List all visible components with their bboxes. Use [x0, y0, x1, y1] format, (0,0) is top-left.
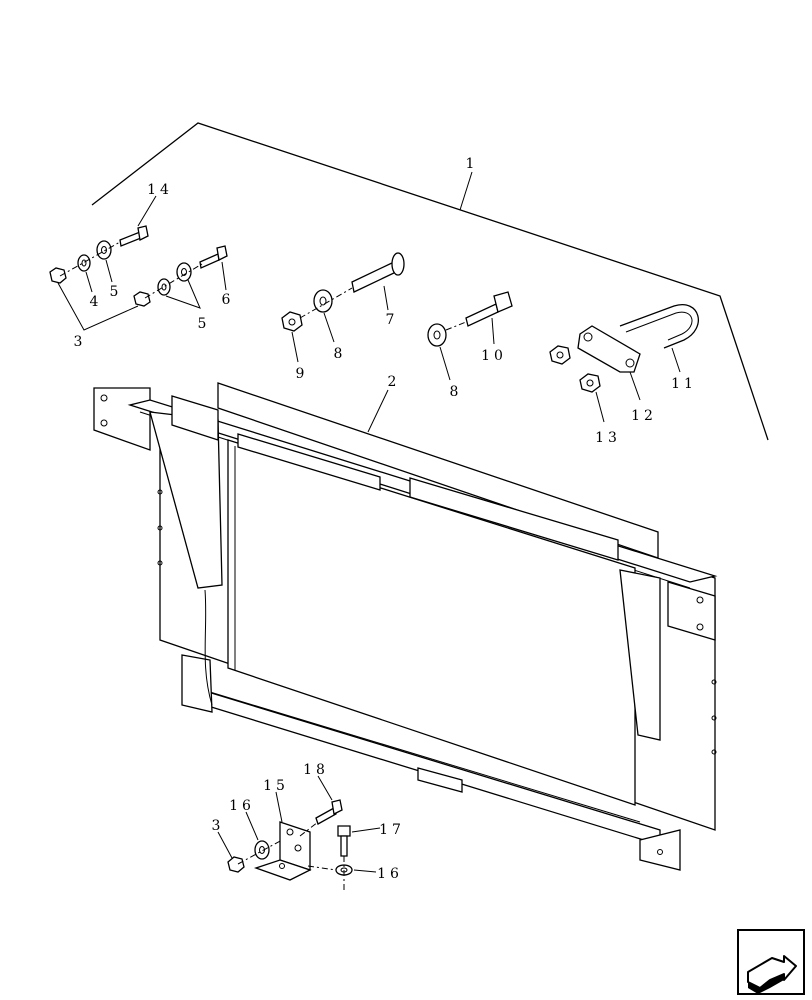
leader-7 [383, 285, 389, 311]
nut-13a [549, 345, 571, 365]
leader-12 [629, 371, 641, 401]
next-page-arrow-icon[interactable] [737, 929, 805, 995]
callout-17: 17 [379, 822, 405, 838]
callout-16a: 16 [229, 798, 255, 814]
washer-5c [176, 262, 192, 282]
leader-9 [291, 331, 299, 363]
nut-3a [49, 267, 67, 284]
carriage-bolt-7 [351, 252, 405, 293]
leader-14 [137, 195, 157, 227]
nut-3c [227, 856, 245, 873]
washer-4 [77, 254, 91, 272]
bolt-6 [199, 245, 228, 269]
leader-10 [491, 317, 495, 345]
bolt-18 [315, 799, 343, 825]
leader-1 [459, 171, 473, 211]
callout-16b: 16 [377, 866, 403, 882]
callout-13: 13 [595, 430, 621, 446]
bolt-17 [337, 825, 351, 857]
callout-15: 15 [263, 778, 289, 794]
radiator-frame [93, 382, 718, 871]
leader-2 [367, 389, 389, 433]
callout-2: 2 [388, 374, 397, 390]
washer-16a [254, 840, 270, 860]
leader-13 [595, 391, 605, 423]
washer-5b [157, 278, 171, 296]
kit-bracket-line [91, 122, 769, 441]
leader-16b [353, 869, 377, 873]
callout-4: 4 [90, 294, 99, 310]
bolt-14 [119, 225, 149, 247]
leader-3c [217, 831, 233, 859]
leader-8b [439, 346, 451, 381]
washer-5a [96, 240, 112, 260]
leader-11 [671, 347, 681, 373]
callout-12: 12 [631, 408, 657, 424]
callout-14: 14 [147, 182, 173, 198]
callout-6: 6 [222, 292, 231, 308]
callout-11: 11 [671, 376, 697, 392]
callout-10: 10 [481, 348, 507, 364]
leader-5a [105, 259, 113, 283]
leader-8a [323, 312, 335, 343]
leader-4 [85, 271, 93, 293]
callout-18: 18 [303, 762, 329, 778]
leader-17 [351, 827, 381, 833]
washer-8b [427, 323, 447, 347]
leader-18 [317, 775, 333, 801]
leader-16a [245, 811, 259, 841]
plate-12 [577, 325, 641, 373]
callout-9: 9 [296, 366, 305, 382]
leader-3a [57, 282, 139, 331]
callout-labels: 1 2 3 3 4 5 5 6 7 8 8 9 10 11 12 13 14 1… [74, 156, 697, 882]
bolt-10 [465, 291, 513, 327]
callout-5b: 5 [198, 316, 207, 332]
callout-5a: 5 [110, 284, 119, 300]
nut-3b [133, 291, 151, 307]
nut-9 [281, 311, 303, 332]
washer-8a [313, 289, 333, 313]
callout-3b: 3 [212, 818, 221, 834]
callout-8a: 8 [334, 346, 343, 362]
callout-1: 1 [466, 156, 475, 172]
nut-13b [579, 373, 601, 393]
leader-6 [221, 261, 227, 291]
callout-7: 7 [386, 312, 395, 328]
u-bolt-11 [619, 304, 699, 349]
leader-5bc [165, 279, 201, 309]
callout-8b: 8 [450, 384, 459, 400]
callout-3a: 3 [74, 334, 83, 350]
leader-15 [275, 791, 283, 823]
